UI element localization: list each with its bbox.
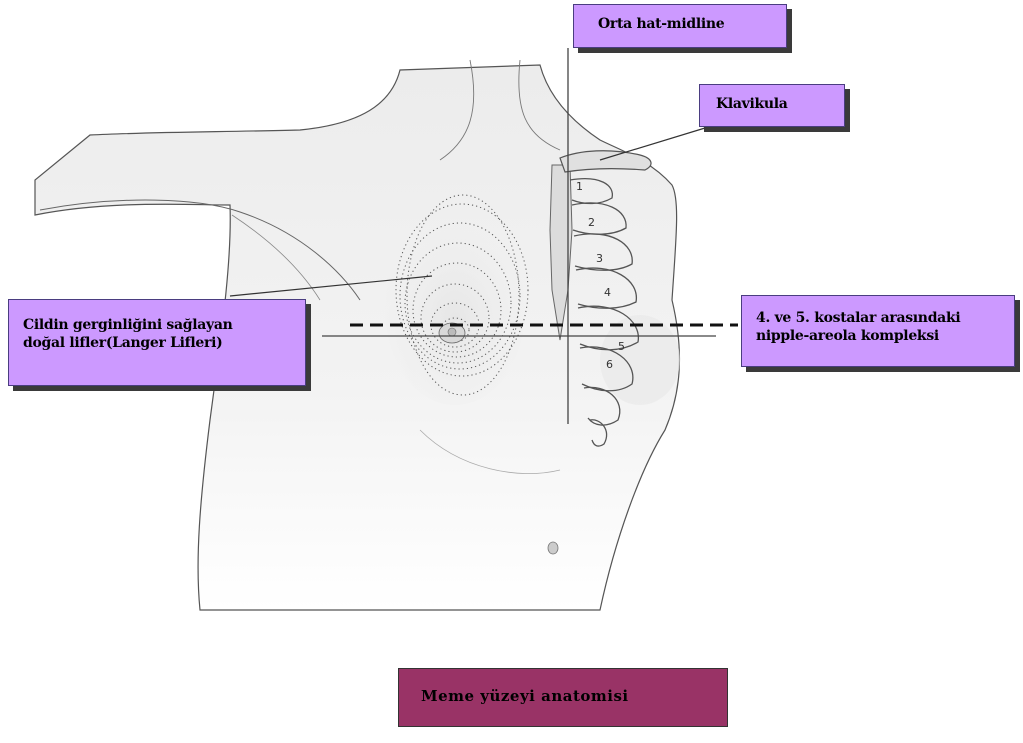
label-midline-text: Orta hat-midline bbox=[598, 16, 724, 32]
label-clavicle-text: Klavikula bbox=[716, 96, 788, 112]
clavicle-leader bbox=[600, 128, 705, 160]
rib-number-3: 3 bbox=[596, 252, 603, 265]
rib-number-4: 4 bbox=[604, 286, 611, 299]
nipple bbox=[448, 328, 456, 336]
label-langer-line1: Cildin gerginliğini sağlayan bbox=[23, 316, 296, 334]
figure-caption-text: Meme yüzeyi anatomisi bbox=[421, 687, 629, 705]
figure-caption: Meme yüzeyi anatomisi bbox=[398, 668, 728, 727]
label-nac-line1: 4. ve 5. kostalar arasındaki bbox=[756, 309, 1005, 327]
label-midline: Orta hat-midline bbox=[573, 4, 787, 48]
breast-shade bbox=[385, 215, 525, 405]
label-clavicle: Klavikula bbox=[699, 84, 845, 127]
rib-number-5: 5 bbox=[618, 340, 625, 353]
label-nac-line2: nipple-areola kompleksi bbox=[756, 327, 1005, 345]
label-nipple-areola: 4. ve 5. kostalar arasındaki nipple-areo… bbox=[741, 295, 1015, 367]
clavicle-bone bbox=[560, 151, 651, 172]
label-langer-lines: Cildin gerginliğini sağlayan doğal lifle… bbox=[8, 299, 306, 386]
rib-number-2: 2 bbox=[588, 216, 595, 229]
navel bbox=[548, 542, 558, 554]
label-langer-line2: doğal lifler(Langer Lifleri) bbox=[23, 334, 296, 352]
rib-number-1: 1 bbox=[576, 180, 583, 193]
rib-number-6: 6 bbox=[606, 358, 613, 371]
